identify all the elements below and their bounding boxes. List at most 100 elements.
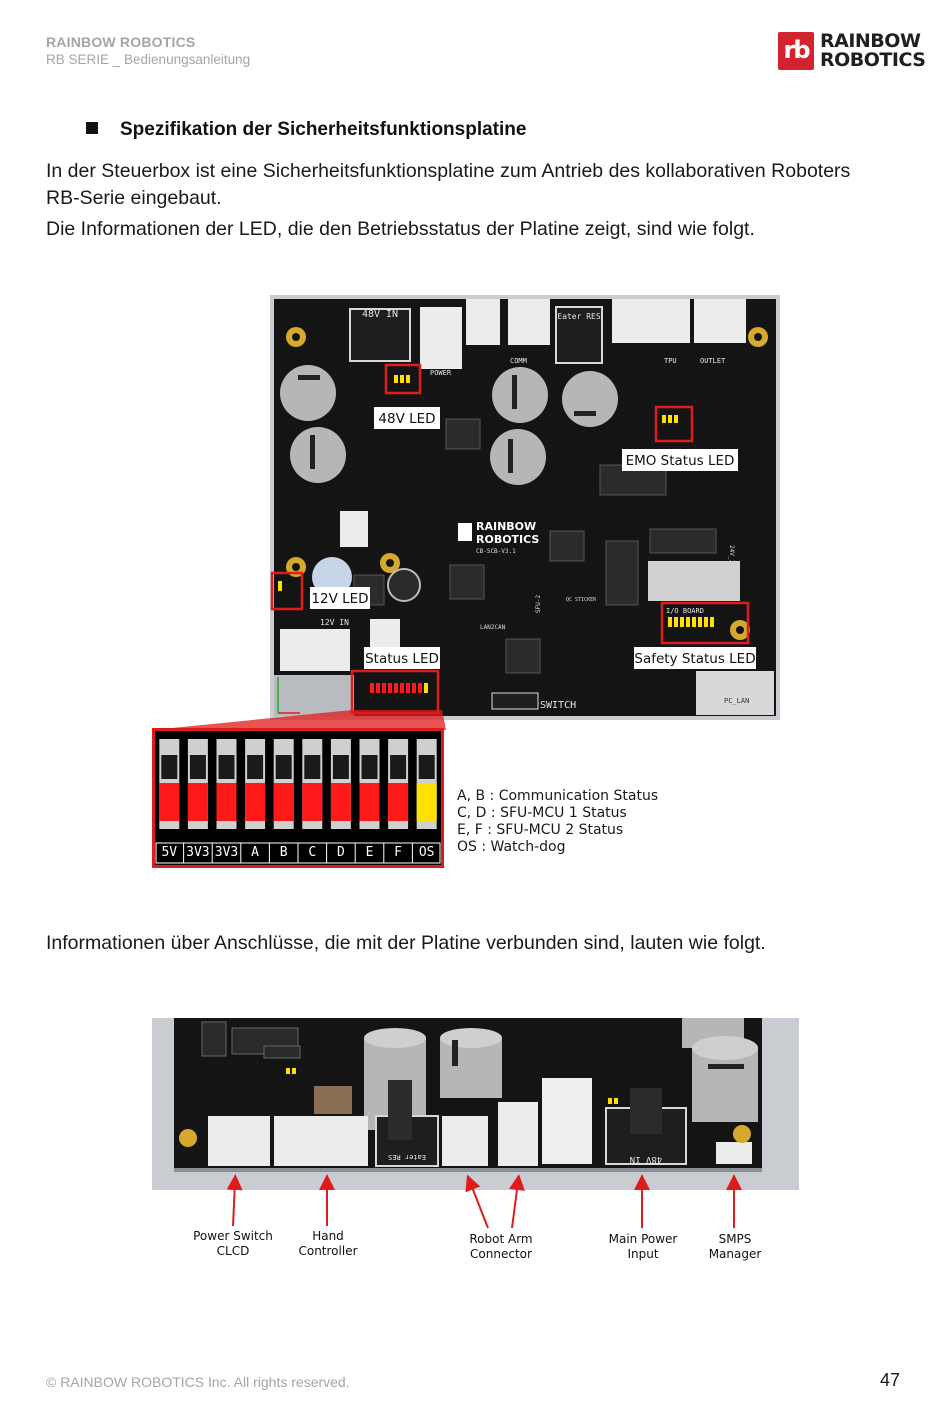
- power-connector: [420, 307, 462, 369]
- hand-controller-latch: [314, 1086, 352, 1114]
- res-plug: [388, 1080, 412, 1140]
- zoom-led-lens: [216, 783, 237, 821]
- board2-mounting-holes: [179, 1125, 751, 1147]
- logo-line-2: ROBOTICS: [820, 49, 926, 71]
- zoom-led-label: D: [337, 845, 345, 860]
- zoom-led-label: 5V: [161, 845, 177, 860]
- square-bullet-icon: [86, 122, 98, 134]
- label-12v-led: 12V LED: [311, 591, 368, 607]
- highlight-boxes: [270, 363, 750, 715]
- board2-leds: [286, 1068, 618, 1104]
- legend-line-cd: C, D : SFU-MCU 1 Status: [457, 805, 627, 821]
- zoom-led-label: 3V3: [186, 845, 209, 860]
- zoom-led-body: [418, 755, 435, 779]
- hand-controller-connector: [274, 1116, 368, 1166]
- zoom-led-1: 5V: [159, 739, 180, 860]
- legend-line-os: OS : Watch-dog: [457, 839, 566, 855]
- silk-io-board: I/O BOARD: [666, 607, 704, 615]
- intro-line-1: In der Steuerbox ist eine Sicherheitsfun…: [46, 160, 851, 182]
- zoom-led-body: [218, 755, 235, 779]
- callout-status: Status LED: [364, 647, 440, 669]
- zoom-led-lens: [187, 783, 208, 821]
- zoom-led-label: F: [394, 845, 402, 860]
- label-arm-l2: Connector: [470, 1247, 532, 1261]
- silk-tpu: TPU: [664, 357, 677, 365]
- status-led-group: [370, 683, 422, 693]
- callout-12v: 12V LED: [310, 587, 370, 609]
- rainbow-robotics-logo: rb RAINBOW ROBOTICS: [778, 32, 926, 72]
- power-switch-clcd-connector: [208, 1116, 270, 1166]
- silk-24v-in: 24V_IN: [728, 545, 735, 567]
- logo-line-1: RAINBOW: [820, 30, 921, 52]
- zoom-led-body: [189, 755, 206, 779]
- zoom-led-4: A: [240, 739, 266, 863]
- safety-board-image: 48V IN Eater RES POWER COMM TPU OUTLET R…: [270, 295, 780, 720]
- header-company: RAINBOW ROBOTICS: [46, 34, 196, 50]
- zoom-led-lens: [330, 783, 351, 821]
- arrow-robot-arm-a: [465, 1174, 489, 1229]
- connector-arrows: [226, 1174, 742, 1229]
- eater-res-connector: [555, 306, 603, 364]
- label-emo-led: EMO Status LED: [626, 453, 735, 469]
- zoom-led-3: 3V3: [211, 739, 238, 863]
- label-hand-controller: Hand Controller: [283, 1229, 373, 1259]
- label-power-switch-l2: CLCD: [216, 1244, 250, 1258]
- zoom-led-8: E: [354, 739, 380, 863]
- zoom-led-lens: [159, 783, 180, 821]
- label-robot-arm: Robot Arm Connector: [456, 1232, 546, 1262]
- arrow-robot-arm-b: [509, 1174, 525, 1229]
- callout-48v: 48V LED: [374, 407, 440, 429]
- zoom-led-lens: [302, 783, 323, 821]
- zoom-led-lens: [273, 783, 294, 821]
- safety-led-group: [668, 617, 714, 627]
- zoom-led-6: C: [297, 739, 323, 863]
- zoom-led-body: [275, 755, 292, 779]
- robot-arm-connector: [466, 299, 500, 345]
- 48v-in-connector: [349, 308, 411, 362]
- board-id: CB-SCB-V3.1: [476, 548, 516, 555]
- section-heading: Spezifikation der Sicherheitsfunktionspl…: [86, 119, 526, 141]
- robot-arm-connector-a: [442, 1116, 488, 1166]
- tpu-connector: [612, 299, 690, 343]
- silk-switch: SWITCH: [540, 700, 576, 711]
- comm-connector: [508, 299, 550, 345]
- zoom-led-label: OS: [419, 845, 435, 860]
- zoom-led-label: 3V3: [215, 845, 238, 860]
- callout-emo: EMO Status LED: [622, 449, 738, 471]
- zoom-led-10: OS: [411, 739, 437, 863]
- emo-led-group: [662, 415, 678, 423]
- section-heading-text: Spezifikation der Sicherheitsfunktionspl…: [120, 119, 527, 140]
- label-main-l2: Input: [627, 1247, 659, 1261]
- status-legend: A, B : Communication Status C, D : SFU-M…: [457, 788, 658, 856]
- silk-outlet: OUTLET: [700, 357, 726, 365]
- intro-paragraph: In der Steuerbox ist eine Sicherheitsfun…: [46, 158, 850, 212]
- main-power-plug: [630, 1088, 662, 1134]
- logo-mark: rb: [778, 32, 814, 70]
- label-smps: SMPS Manager: [690, 1232, 780, 1262]
- board2-edge: [174, 1168, 762, 1172]
- white-relay: [542, 1078, 592, 1164]
- zoom-led-5: B: [268, 739, 294, 863]
- label-safety-led: Safety Status LED: [634, 651, 755, 667]
- zoom-led-lens: [245, 783, 266, 821]
- smps-manager-connector: [716, 1142, 752, 1164]
- label-smps-l2: Manager: [708, 1247, 762, 1261]
- led-info-paragraph: Die Informationen der LED, die den Betri…: [46, 218, 755, 240]
- silk-lan2can: LAN2CAN: [480, 624, 506, 631]
- silk2-48v-in: 48V IN: [630, 1154, 663, 1164]
- legend-line-ef: E, F : SFU-MCU 2 Status: [457, 822, 624, 838]
- silk-pc-lan: PC_LAN: [724, 697, 749, 705]
- robot-arm-connector-b: [498, 1102, 538, 1166]
- zoom-led-body: [304, 755, 321, 779]
- arrow-power-switch: [226, 1174, 243, 1227]
- board-cutout: [274, 675, 354, 716]
- status-led-os: [424, 683, 428, 693]
- zoom-led-9: F: [383, 739, 409, 863]
- silk2-eater-res: Eater RES: [388, 1153, 426, 1161]
- zoom-led-body: [361, 755, 378, 779]
- label-hand-l2: Controller: [298, 1244, 358, 1258]
- silk-comm: COMM: [510, 357, 527, 365]
- silk-sfu: SFU-2: [535, 595, 542, 613]
- label-power-switch-l1: Power Switch: [193, 1229, 273, 1243]
- zoom-led-label: C: [308, 845, 316, 860]
